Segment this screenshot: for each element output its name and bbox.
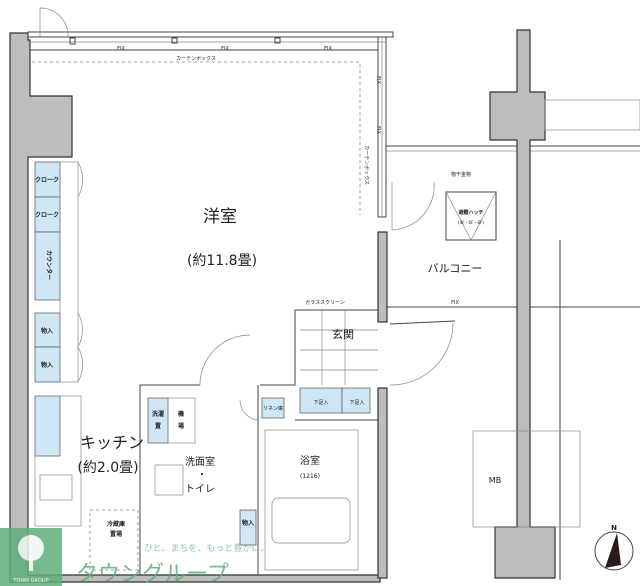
- balcony-wall: [377, 231, 388, 323]
- fridge-label: 冷蔵庫: [107, 520, 125, 528]
- kitchen-label: キッチン: [80, 433, 144, 452]
- washroom-dot: ・: [197, 470, 207, 481]
- drying-hardware-label: 物干金物: [451, 171, 471, 178]
- western-room-label: 洋室: [203, 207, 237, 227]
- mullion: [274, 37, 281, 44]
- structural-column: [489, 29, 556, 579]
- fix-label: FIX: [451, 300, 459, 306]
- closet-1-label: 物入: [41, 327, 53, 335]
- washer-label: 洗濯: [152, 410, 164, 418]
- kitchen-unit: [34, 395, 82, 527]
- evac-hatch-label: 避難ハッチ: [457, 209, 483, 216]
- linen-closet: [261, 397, 285, 419]
- cloak-1-label: クローク: [35, 176, 59, 184]
- evac-floors-label: (4F・6F・8F): [458, 220, 484, 225]
- shoe-2-label: 下足入: [349, 400, 364, 406]
- evac-hatch-mark: [445, 191, 497, 241]
- washroom-label: 洗面室: [185, 455, 215, 468]
- curtain-box-label: カーテンボックス: [176, 55, 216, 62]
- fridge-label: 置場: [110, 530, 122, 538]
- washer-label: 機: [178, 410, 184, 418]
- fix-label: FIX: [375, 76, 381, 84]
- bathtub: [271, 497, 351, 544]
- washer-label: 置: [155, 422, 161, 430]
- curtain-box-line: [32, 61, 361, 215]
- fix-label: FIX: [324, 46, 332, 52]
- counter: [34, 231, 61, 301]
- balcony-label: バルコニー: [428, 262, 483, 275]
- balcony-door: [391, 181, 435, 231]
- washer-label: 場: [178, 422, 184, 430]
- closet-swing: [77, 161, 84, 383]
- door-swing: [239, 399, 259, 421]
- top-window-frame: [27, 31, 394, 38]
- meter-box: [472, 430, 581, 528]
- closet-2-label: 物入: [41, 361, 53, 369]
- counter-label: カウンター: [45, 250, 53, 280]
- closet-doors: [59, 161, 79, 383]
- fix-label: FIX: [221, 46, 229, 52]
- company-logo: TOWN GROUP ひと、まちを、もっと豊かに。 タウングループ: [0, 528, 269, 586]
- curtain-box-label: カーテンボックス: [363, 145, 370, 185]
- bath-label: 浴室: [300, 454, 320, 467]
- door-swing: [39, 7, 69, 39]
- logo-tagline: ひと、まちを、もっと豊かに。: [144, 542, 269, 554]
- shoe-cabinet-2: [341, 387, 371, 414]
- compass-label: N: [611, 524, 617, 532]
- closet-3: [239, 509, 257, 546]
- shoe-1-label: 下足入: [313, 400, 328, 406]
- glass-screen-label: ガラススクリーン: [305, 299, 345, 306]
- left-wall: [9, 32, 381, 583]
- closet-1: [34, 312, 61, 348]
- bath-size: (1216): [300, 473, 320, 480]
- entrance-label: 玄関: [332, 327, 354, 341]
- kitchen-counter: [34, 395, 61, 457]
- washer-space-a: [147, 397, 169, 444]
- closet-3-label: 物入: [242, 519, 254, 527]
- closet-2: [34, 346, 61, 383]
- washbasin: [154, 464, 184, 496]
- stove: [39, 474, 73, 501]
- mullion: [69, 37, 76, 45]
- balcony-edge: [544, 99, 640, 131]
- washer-space-b: [167, 397, 196, 444]
- right-wall: [377, 387, 388, 579]
- kitchen-size: (約2.0畳): [77, 460, 138, 476]
- door-swing: [199, 334, 251, 386]
- bathroom: [264, 429, 359, 571]
- entrance-tiles: [300, 310, 378, 385]
- fix-label: FIX: [375, 126, 381, 134]
- compass: N: [594, 524, 634, 571]
- fix-label: FIX: [117, 46, 125, 52]
- western-room-size: (約11.8畳): [187, 253, 257, 269]
- logo-english: TOWN GROUP: [12, 578, 48, 584]
- evac-hatch: [445, 191, 497, 241]
- mullion: [171, 37, 178, 44]
- entrance-door: [389, 320, 456, 325]
- shoe-cabinet-1: [299, 387, 343, 414]
- logo-company: タウングループ: [76, 562, 229, 586]
- mb-label: MB: [489, 476, 501, 485]
- cloak-2-label: クローク: [35, 211, 59, 219]
- linen-label: リネン庫: [263, 405, 283, 412]
- partition-walls: [139, 309, 378, 575]
- fridge-space: [89, 509, 139, 571]
- entrance-door-swing: [389, 322, 454, 386]
- north-arrow-icon: [605, 533, 621, 568]
- toilet-label: トイレ: [185, 484, 215, 495]
